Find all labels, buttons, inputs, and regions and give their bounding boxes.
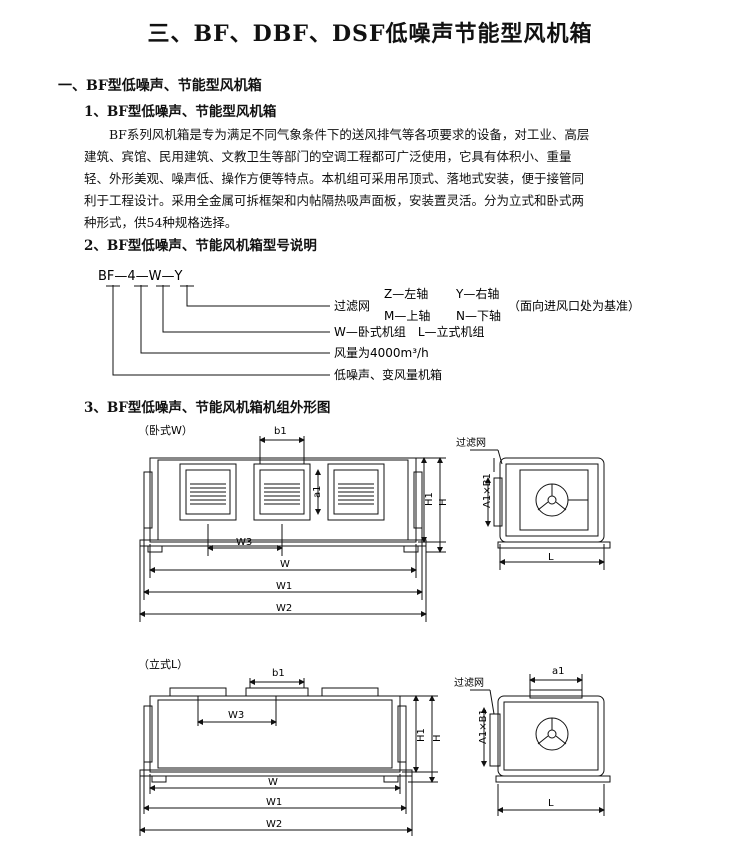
b1-label-v: b1: [272, 668, 285, 679]
intro-paragraph: BF系列风机箱是专为满足不同气象条件下的送风排气等各项要求的设备，对工业、高层 …: [84, 124, 664, 234]
subheading-intro: 1、BF型低噪声、节能型风机箱: [84, 104, 277, 120]
para-line: 轻、外形美观、噪声低、操作方便等特点。本机组可采用吊顶式、落地式安装，便于接管同: [84, 171, 585, 186]
para-line: 种形式，供54种规格选择。: [84, 215, 238, 230]
filter-label: 过滤网: [334, 299, 370, 313]
w3-label-v: W3: [228, 710, 244, 721]
w2-label-v: W2: [266, 819, 282, 830]
a1-label: a1: [312, 486, 323, 499]
a1-label-v: a1: [552, 666, 565, 677]
l-label: L: [548, 552, 554, 563]
h1-label-v: H1: [416, 728, 427, 742]
a1b1-label-v: A1×B1: [478, 709, 489, 744]
para-line: 建筑、宾馆、民用建筑、文教卫生等部门的空调工程都可广泛使用，它具有体积小、重量: [84, 149, 572, 164]
model-code-diagram: BF—4—W—Y 过滤网 Z—左轴 Y—右轴 M—上轴 N—下轴 （面向进风口处…: [98, 269, 640, 382]
n-bottom-axis: N—下轴: [456, 308, 501, 323]
h1-label: H1: [424, 492, 435, 506]
w2-label: W2: [276, 603, 292, 614]
a1b1-label: A1×B1: [482, 473, 493, 508]
model-code: BF—4—W—Y: [98, 269, 183, 284]
subheading-drawings: 3、BF型低噪声、节能风机箱机组外形图: [84, 400, 331, 416]
h-label: H: [438, 498, 449, 506]
l-label-v: L: [548, 798, 554, 809]
w-label: W: [280, 559, 290, 570]
para-line: 利于工程设计。采用全金属可拆框架和内帖隔热吸声面板，安装置灵活。分为立式和卧式两: [84, 193, 585, 208]
page-title: 三、BF、DBF、DSF低噪声节能型风机箱: [147, 21, 593, 47]
low-noise-label: 低噪声、变风量机箱: [334, 367, 442, 382]
w1-label-v: W1: [266, 797, 282, 808]
section-heading: 一、BF型低噪声、节能型风机箱: [58, 78, 262, 94]
m-top-axis: M—上轴: [384, 308, 430, 323]
w3-label: W3: [236, 537, 252, 548]
para-line: BF系列风机箱是专为满足不同气象条件下的送风排气等各项要求的设备，对工业、高层: [109, 127, 590, 142]
w-label-v: W: [268, 777, 278, 788]
orientation-note: （面向进风口处为基准）: [508, 298, 640, 313]
vertical-caption: （立式L）: [138, 657, 188, 671]
y-right-axis: Y—右轴: [455, 286, 499, 301]
h-label-v: H: [432, 734, 443, 742]
w1-label: W1: [276, 581, 292, 592]
z-left-axis: Z—左轴: [384, 286, 428, 301]
horizontal-caption: （卧式W）: [138, 424, 193, 437]
vertical-unit-drawing: （立式L） b1 W3 H1 H W W1 W2: [138, 657, 611, 836]
filter-label-side-v: 过滤网: [454, 676, 484, 689]
subheading-model: 2、BF型低噪声、节能风机箱型号说明: [84, 238, 317, 254]
horizontal-unit-drawing: （卧式W）: [138, 424, 611, 622]
w-l-type: W—卧式机组 L—立式机组: [334, 324, 485, 339]
filter-label-side: 过滤网: [456, 436, 486, 449]
airflow-label: 风量为4000m³/h: [334, 346, 429, 360]
b1-label: b1: [274, 426, 287, 437]
